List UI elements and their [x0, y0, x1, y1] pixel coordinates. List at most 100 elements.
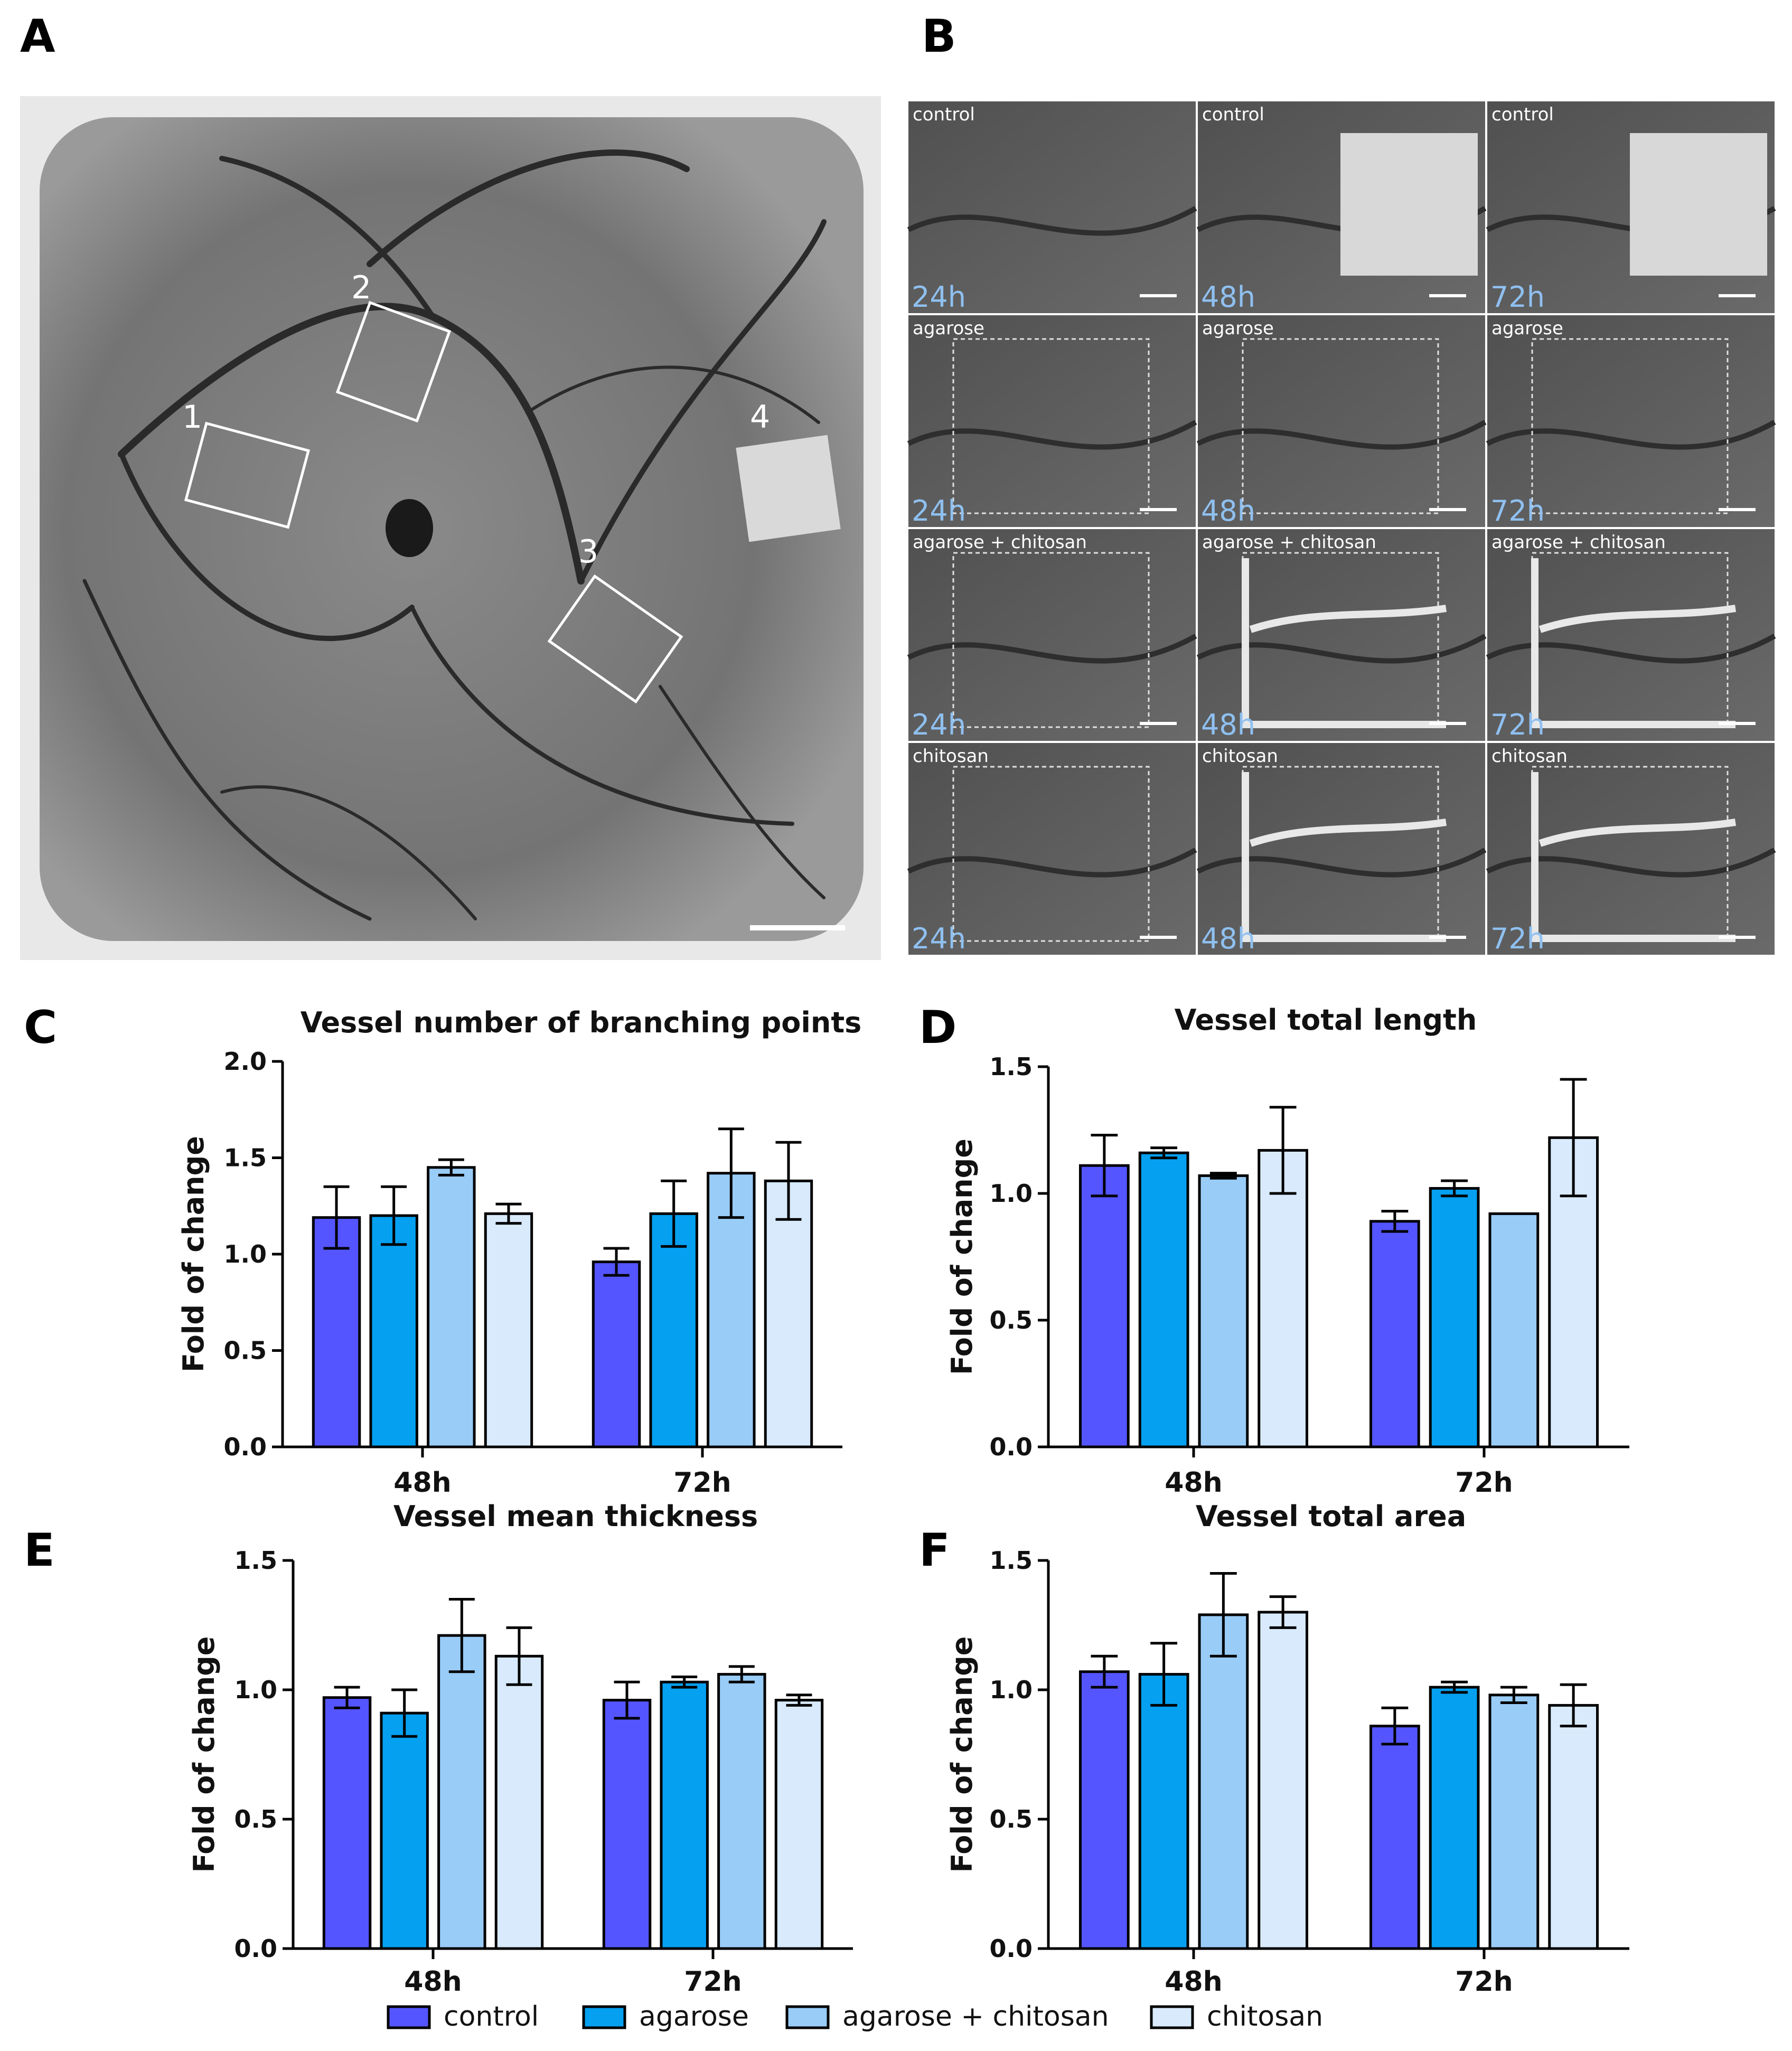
marker-2: 2 — [351, 269, 371, 306]
bar-control-48h — [1079, 1670, 1130, 1950]
scale-bar — [1429, 508, 1466, 511]
time-label: 72h — [1490, 922, 1545, 955]
y-tick-label: 2.0 — [224, 1047, 267, 1076]
bar-agarose-chitosan-72h — [1488, 1212, 1540, 1448]
bar-agarose-chitosan-72h — [1488, 1694, 1540, 1950]
legend-label-agarose: agarose — [639, 2001, 749, 2033]
scale-bar — [1140, 936, 1177, 939]
y-tick-label: 0.5 — [234, 1805, 278, 1833]
micrograph-label: agarose + chitosan — [1491, 532, 1666, 553]
chart-title: Vessel total length — [1175, 1003, 1477, 1037]
bar-agarose-72h — [649, 1212, 698, 1448]
bar-control-72h — [602, 1699, 652, 1950]
bar-agarose-48h — [380, 1711, 429, 1950]
y-tick-label: 1.5 — [224, 1144, 267, 1172]
cam-photo: 1 2 3 4 — [20, 96, 881, 960]
chart-title: Vessel total area — [1196, 1500, 1466, 1533]
legend-label-control: control — [444, 2001, 539, 2033]
x-tick-label: 48h — [393, 1467, 451, 1499]
scaffold-outline — [952, 552, 1150, 728]
blood-vessels — [82, 149, 827, 921]
panel-label-d: D — [919, 1001, 956, 1054]
scale-bar — [1140, 294, 1177, 297]
time-label: 24h — [912, 280, 966, 314]
micrograph-agarose-chitosan-72h: agarose + chitosan 72h — [1486, 529, 1776, 741]
panel-label-e: E — [24, 1524, 55, 1577]
time-label: 72h — [1490, 494, 1545, 528]
y-tick-label: 1.0 — [224, 1240, 267, 1268]
bar-chitosan-72h — [774, 1699, 824, 1950]
micrograph-label: chitosan — [1491, 746, 1568, 767]
x-tick-label: 48h — [404, 1966, 462, 1998]
y-tick-label: 0.0 — [990, 1433, 1033, 1461]
scale-bar — [1719, 722, 1756, 725]
bar-control-48h — [1079, 1164, 1130, 1448]
scale-bar — [1429, 936, 1466, 939]
legend-swatch-agarose-chitosan — [785, 2005, 830, 2029]
scaffold-edge — [1242, 558, 1447, 728]
micrograph-label: agarose — [1491, 318, 1563, 339]
time-label: 24h — [912, 922, 966, 955]
bar-agarose-48h — [1138, 1151, 1189, 1448]
scale-bar — [1429, 294, 1466, 297]
x-tick-label: 48h — [1165, 1467, 1222, 1499]
bar-agarose-chitosan-48h — [1198, 1613, 1249, 1950]
micrograph-label: control — [1491, 104, 1554, 125]
bar-agarose-48h — [369, 1214, 418, 1448]
scale-bar — [1140, 722, 1177, 725]
bar-control-48h — [322, 1696, 372, 1950]
control-scaffold — [1630, 133, 1767, 276]
micrograph-control-24h: control 24h — [907, 101, 1197, 314]
scaffold-outline — [952, 338, 1150, 514]
chart-title: Vessel number of branching points — [301, 1006, 862, 1039]
y-tick-label: 0.0 — [990, 1934, 1033, 1963]
x-tick-label: 72h — [1455, 1467, 1513, 1499]
time-label: 72h — [1490, 708, 1545, 741]
scale-bar — [1140, 508, 1177, 511]
cam-membrane — [40, 117, 864, 941]
marker-4: 4 — [750, 399, 770, 436]
micrograph-chitosan-72h: chitosan 72h — [1486, 743, 1776, 955]
y-tick-label: 1.5 — [990, 1052, 1033, 1081]
x-tick-label: 48h — [1165, 1966, 1222, 1998]
time-label: 48h — [1201, 922, 1255, 955]
bar-agarose-72h — [1429, 1187, 1480, 1448]
panel-label-b: B — [922, 10, 956, 63]
bar-agarose-72h — [1429, 1686, 1480, 1950]
y-tick-label: 0.0 — [234, 1934, 278, 1963]
marker-3: 3 — [578, 533, 598, 570]
y-tick-label: 1.5 — [990, 1546, 1033, 1575]
embryo-eye — [386, 499, 433, 557]
bar-control-72h — [592, 1260, 641, 1448]
y-tick-label: 1.0 — [990, 1179, 1033, 1208]
y-axis-label: Fold of change — [945, 1636, 979, 1873]
time-label: 24h — [912, 708, 966, 741]
bar-chitosan-48h — [494, 1654, 544, 1950]
scale-bar — [1429, 722, 1466, 725]
panel-label-a: A — [20, 10, 55, 63]
bar-control-48h — [312, 1216, 361, 1448]
marker-1: 1 — [182, 399, 202, 436]
y-tick-label: 1.5 — [234, 1546, 278, 1575]
scaffold-outline — [1531, 338, 1729, 514]
panel-label-f: F — [919, 1524, 950, 1577]
panel-label-c: C — [24, 1001, 57, 1054]
bar-chitosan-72h — [764, 1179, 813, 1448]
scaffold-outline — [1242, 338, 1439, 514]
scaffold-outline — [952, 766, 1150, 942]
bar-agarose-chitosan-48h — [427, 1166, 476, 1448]
x-tick-label: 72h — [684, 1966, 742, 1998]
bar-agarose-72h — [660, 1680, 709, 1950]
bar-chitosan-48h — [1258, 1149, 1308, 1448]
micrograph-label: control — [913, 104, 975, 125]
micrograph-label: chitosan — [1202, 746, 1278, 767]
